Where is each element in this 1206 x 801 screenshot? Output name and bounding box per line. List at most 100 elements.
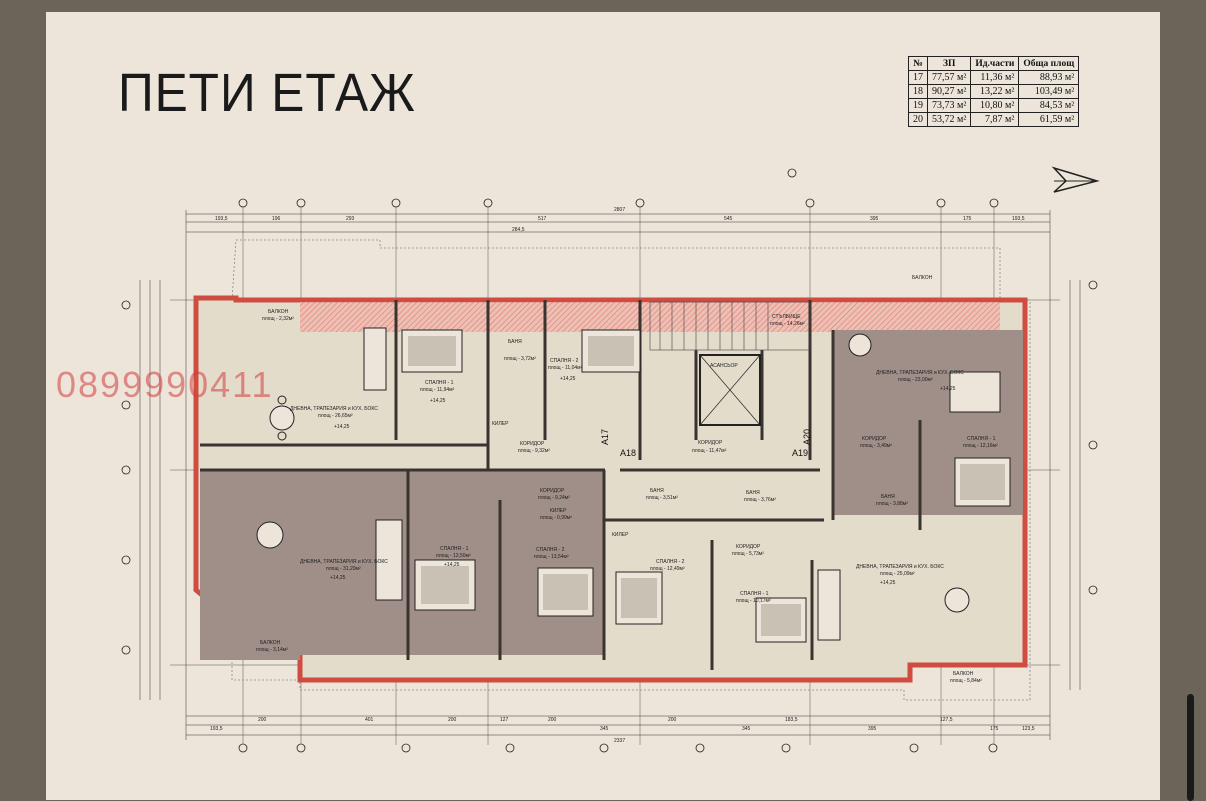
dim-label: 175 xyxy=(963,216,972,222)
room-name: КОРИДОР xyxy=(698,440,723,446)
north-arrow-icon xyxy=(1051,166,1100,193)
table-cell: 61,59 м² xyxy=(1018,112,1080,127)
room-area: площ - 13,54м² xyxy=(534,554,569,560)
room-name: СПАЛНЯ - 1 xyxy=(740,591,769,597)
room-name: БАНЯ xyxy=(650,488,664,494)
room-area: площ - 5,84м² xyxy=(950,678,982,684)
room-area: площ - 3,76м² xyxy=(744,497,776,503)
dim-label: 200 xyxy=(258,717,267,723)
level-mark: +14,25 xyxy=(560,376,576,382)
bed-icon xyxy=(401,329,463,373)
dim-label: 293 xyxy=(346,216,355,222)
room-area: площ - 13,50м² xyxy=(436,553,471,559)
room-name: СТЪЛБИЩЕ xyxy=(772,314,801,320)
dimension-lines xyxy=(139,210,1081,740)
room-name: КОРИДОР xyxy=(736,544,761,550)
room-area: площ - 5,73м² xyxy=(732,551,764,557)
room-area: площ - 3,72м² xyxy=(504,356,536,362)
room-name: БАЛКОН xyxy=(260,640,281,646)
room-area: площ - 26,65м² xyxy=(318,413,353,419)
room-name: БАЛКОН xyxy=(912,275,933,281)
bed-icon xyxy=(581,329,641,373)
level-mark: +14,25 xyxy=(430,398,446,404)
dim-total: 2337 xyxy=(614,738,625,744)
level-mark: +14,25 xyxy=(330,575,346,581)
dim-label: 127 xyxy=(500,717,509,723)
room-name: БАЛКОН xyxy=(268,309,289,315)
room-name: КИЛЕР xyxy=(492,421,509,427)
dim-label: 193,5 xyxy=(1012,216,1025,222)
terrace-outline xyxy=(231,239,1031,701)
room-name: ДНЕВНА, ТРАПЕЗАРИЯ и КУХ. БОКС xyxy=(290,406,378,412)
bottom-dimension-labels: 193,5 200 401 200 127 200 345 200 345 18… xyxy=(210,717,1035,744)
dim-label: 123,5 xyxy=(1022,726,1035,732)
dim-label: 193,5 xyxy=(210,726,223,732)
dim-label: 175 xyxy=(990,726,999,732)
level-marks: +14,25 +14,25 +14,25 +14,25 +14,25 +14,2… xyxy=(330,376,956,586)
bed-icon xyxy=(755,597,807,643)
room-name: БАНЯ xyxy=(508,339,522,345)
elevator-icon xyxy=(699,354,761,426)
dim-label: 196 xyxy=(272,216,281,222)
scrollbar-handle[interactable] xyxy=(1187,694,1194,801)
dim-label: 395 xyxy=(868,726,877,732)
room-area: площ - 3,51м² xyxy=(646,495,678,501)
table-row: 20 53,72 м² 7,87 м² 61,59 м² xyxy=(908,112,1080,127)
table-cell: 53,72 м² xyxy=(926,112,972,127)
room-name: СПАЛНЯ - 2 xyxy=(550,358,579,364)
room-area: площ - 11,94м² xyxy=(420,387,455,393)
dining-table-icon xyxy=(269,395,295,441)
room-name: ДНЕВНА, ТРАПЕЗАРИЯ и КУХ. БОКС xyxy=(876,370,964,376)
dining-table-icon xyxy=(256,521,284,549)
room-name: ДНЕВНА, ТРАПЕЗАРИЯ и КУХ. БОКС xyxy=(300,559,388,565)
room-area: площ - 0,99м² xyxy=(540,515,572,521)
room-area: площ - 25,09м² xyxy=(880,571,915,577)
room-area: площ - 23,00м² xyxy=(898,377,933,383)
room-area: площ - 12,49м² xyxy=(650,566,685,572)
room-name: СПАЛНЯ - 1 xyxy=(440,546,469,552)
room-area: площ - 3,88м² xyxy=(876,501,908,507)
dim-label: 545 xyxy=(724,216,733,222)
table-cell: 7,87 м² xyxy=(970,112,1020,127)
apartment-ids: А17 А18 А19 А20 xyxy=(600,429,812,458)
sofa-icon xyxy=(363,327,387,391)
room-name: КОРИДОР xyxy=(520,441,545,447)
apartment-id: А20 xyxy=(802,429,812,445)
balcony-zone xyxy=(200,590,300,660)
sofa-icon xyxy=(817,569,841,641)
dim-label: 345 xyxy=(600,726,609,732)
top-dimension-labels: 193,5 196 293 284,5 517 545 395 175 193,… xyxy=(215,207,1025,233)
dim-label: 193,5 xyxy=(215,216,228,222)
room-name: БАНЯ xyxy=(881,494,895,500)
apartment-id: А18 xyxy=(620,448,636,458)
dim-label: 200 xyxy=(548,717,557,723)
dim-label: 284,5 xyxy=(512,227,525,233)
bed-icon xyxy=(954,457,1011,507)
grid-axis-markers xyxy=(121,168,1098,753)
apartment-zone-20-living xyxy=(820,540,1020,660)
room-name: СПАЛНЯ - 2 xyxy=(656,559,685,565)
room-area: площ - 2,32м² xyxy=(262,316,294,322)
room-name: ДНЕВНА, ТРАПЕЗАРИЯ и КУХ. БОКС xyxy=(856,564,944,570)
room-name: КИЛЕР xyxy=(550,508,567,514)
room-name: СПАЛНЯ - 1 xyxy=(425,380,454,386)
area-table: № ЗП Ид.части Обща площ 17 77,57 м² 11,3… xyxy=(908,56,1080,127)
bed-icon xyxy=(615,571,663,625)
bed-icon xyxy=(414,559,476,611)
room-area: площ - 3,49м² xyxy=(860,443,892,449)
sofa-icon xyxy=(375,519,403,601)
dining-table-icon xyxy=(848,333,872,357)
room-area: площ - 9,24м² xyxy=(538,495,570,501)
level-mark: +14,25 xyxy=(444,562,460,568)
room-name: АСАНСЬОР xyxy=(710,363,738,369)
room-area: площ - 11,47м² xyxy=(692,448,727,454)
level-mark: +14,25 xyxy=(940,386,956,392)
room-name: СПАЛНЯ - 2 xyxy=(536,547,565,553)
dining-table-icon xyxy=(944,587,970,613)
level-mark: +14,25 xyxy=(334,424,350,430)
room-area: площ - 12,16м² xyxy=(963,443,998,449)
room-area: площ - 11,04м² xyxy=(548,365,583,371)
apartment-id: А17 xyxy=(600,429,610,445)
page-title: ПЕТИ ЕТАЖ xyxy=(118,63,416,123)
